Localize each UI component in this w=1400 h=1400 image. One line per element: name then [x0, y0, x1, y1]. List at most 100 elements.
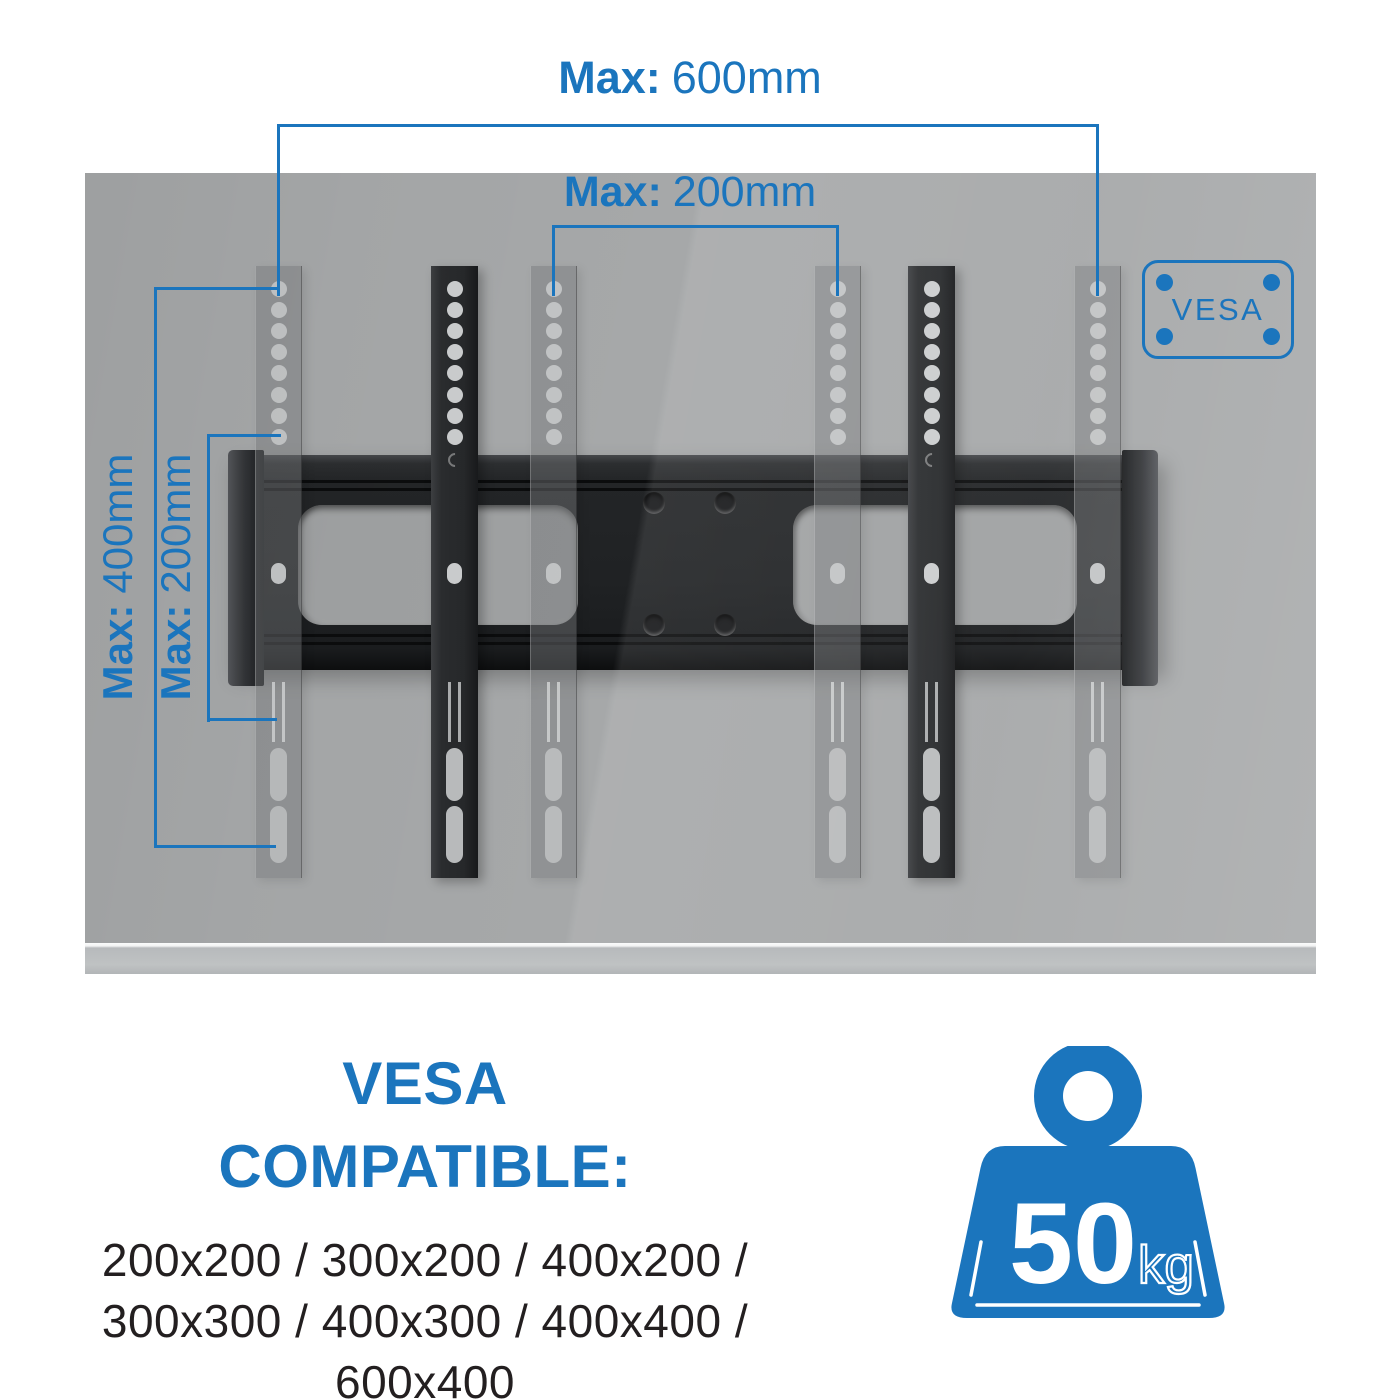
- rail-keyhole-slot: [272, 682, 285, 742]
- rail-screw-hole: [1089, 344, 1106, 360]
- sizes-line: 600x400: [335, 1356, 515, 1400]
- rail-screw-hole: [545, 344, 562, 360]
- wall-mount-plate: [228, 450, 1158, 686]
- rail-screw-hole: [545, 387, 562, 403]
- rail-screw-hole: [446, 408, 463, 424]
- plate-end-cap-left: [228, 450, 264, 686]
- plate-screw-hole: [714, 614, 736, 636]
- rail-screw-hole: [446, 302, 463, 318]
- rail-adjust-slot: [829, 806, 846, 863]
- plate-screw-hole: [643, 614, 665, 636]
- rail-screw-hole: [1089, 365, 1106, 381]
- dimension-label-value: 200mm: [152, 453, 199, 594]
- rail-screw-hole: [829, 344, 846, 360]
- plate-groove: [264, 488, 1122, 491]
- rail-screw-hole: [270, 387, 287, 403]
- dimension-label-prefix: Max:: [152, 604, 199, 701]
- dimension-line-600-horizontal: [277, 124, 1099, 127]
- rail-keyhole-slot: [547, 682, 560, 742]
- dimension-line-400-bottom-stub: [154, 845, 276, 848]
- compatibility-block: VESA COMPATIBLE: 200x200 / 300x200 / 400…: [25, 1042, 825, 1400]
- dimension-label-prefix: Max:: [563, 168, 662, 216]
- rail-adjust-slot: [1089, 806, 1106, 863]
- rail-screw-hole: [923, 302, 940, 318]
- rail-mid-hole: [447, 563, 462, 584]
- dimension-label-prefix: Max:: [558, 52, 661, 103]
- weight-accent-lines: [969, 1240, 1207, 1307]
- rail-screw-hole: [545, 365, 562, 381]
- vesa-badge-dot: [1263, 328, 1280, 345]
- compatibility-heading-line2: COMPATIBLE:: [218, 1133, 632, 1200]
- plate-end-cap-right: [1122, 450, 1158, 686]
- vesa-badge-dot: [1156, 274, 1173, 291]
- dimension-line-200v-bottom-stub: [207, 718, 277, 721]
- vesa-badge-dot: [1156, 328, 1173, 345]
- dimension-line-200-right: [836, 225, 839, 296]
- rail-mid-hole: [1090, 563, 1105, 584]
- rail-adjust-slot: [446, 806, 463, 863]
- rail-screw-hole: [923, 408, 940, 424]
- weight-kettlebell-icon: 50 kg: [951, 1046, 1225, 1318]
- rail-screw-hole: [1089, 429, 1106, 445]
- rail-screw-hole: [270, 344, 287, 360]
- rail-screw-hole: [1089, 387, 1106, 403]
- compatibility-sizes: 200x200 / 300x200 / 400x200 / 300x300 / …: [25, 1230, 825, 1400]
- rail-screw-hole: [545, 408, 562, 424]
- plate-screw-hole: [714, 492, 736, 514]
- compatibility-heading-line1: VESA: [342, 1050, 508, 1117]
- dimension-line-600-right: [1096, 124, 1099, 296]
- dimension-label-max-width: Max:600mm: [558, 52, 822, 104]
- rail-screw-hole: [923, 387, 940, 403]
- weight-ring-hole: [1063, 1071, 1113, 1121]
- rail-screw-hole: [270, 365, 287, 381]
- rail-mid-hole: [924, 563, 939, 584]
- weight-value: 50: [1009, 1180, 1137, 1308]
- dimension-line-600-left: [277, 124, 280, 296]
- rail-screw-hole: [829, 429, 846, 445]
- dimension-line-200-horizontal: [552, 225, 839, 228]
- vesa-rail-ghost: [814, 266, 861, 878]
- dimension-label-max-height: Max:400mm: [94, 454, 142, 701]
- dimension-line-200v-top-stub: [207, 434, 281, 437]
- rail-screw-hole: [829, 323, 846, 339]
- dimension-label-max-inner-height: Max: 200mm: [152, 454, 200, 701]
- rail-screw-hole: [446, 281, 463, 297]
- dimension-line-400-vertical: [154, 288, 157, 848]
- vesa-rail-solid: [431, 266, 478, 878]
- plate-groove: [264, 480, 1122, 483]
- rail-screw-hole: [446, 365, 463, 381]
- rail-keyhole-slot: [831, 682, 844, 742]
- vesa-plate-icon: VESA: [1142, 260, 1294, 359]
- dimension-label-value: 200mm: [672, 168, 817, 216]
- dimension-label-prefix: Max:: [94, 604, 141, 701]
- rail-screw-hole: [545, 302, 562, 318]
- rail-adjust-slot: [446, 748, 463, 801]
- weight-unit: kg: [1138, 1236, 1194, 1295]
- rail-screw-hole: [446, 387, 463, 403]
- rail-screw-hole: [270, 408, 287, 424]
- vesa-badge-label: VESA: [1171, 291, 1265, 327]
- rail-screw-hole: [545, 429, 562, 445]
- rail-adjust-slot: [545, 806, 562, 863]
- rail-screw-hole: [923, 429, 940, 445]
- rail-screw-hole: [270, 323, 287, 339]
- rail-screw-hole: [1089, 408, 1106, 424]
- dimension-label-value: 600mm: [671, 52, 822, 103]
- plate-groove: [264, 634, 1122, 637]
- plate-groove: [264, 642, 1122, 645]
- rail-adjust-slot: [923, 748, 940, 801]
- rail-screw-hole: [270, 302, 287, 318]
- rail-screw-hole: [923, 323, 940, 339]
- rail-keyhole-slot: [1091, 682, 1104, 742]
- rail-screw-hole: [829, 302, 846, 318]
- rail-screw-hole: [545, 323, 562, 339]
- rail-keyhole-slot: [448, 682, 461, 742]
- rail-screw-hole: [923, 344, 940, 360]
- rail-hook-notch: [921, 450, 942, 470]
- vesa-rail-solid: [908, 266, 955, 878]
- rail-hook-notch: [444, 450, 465, 470]
- rail-mid-hole: [271, 563, 286, 584]
- rail-screw-hole: [446, 344, 463, 360]
- dimension-line-200v-vertical: [207, 435, 210, 722]
